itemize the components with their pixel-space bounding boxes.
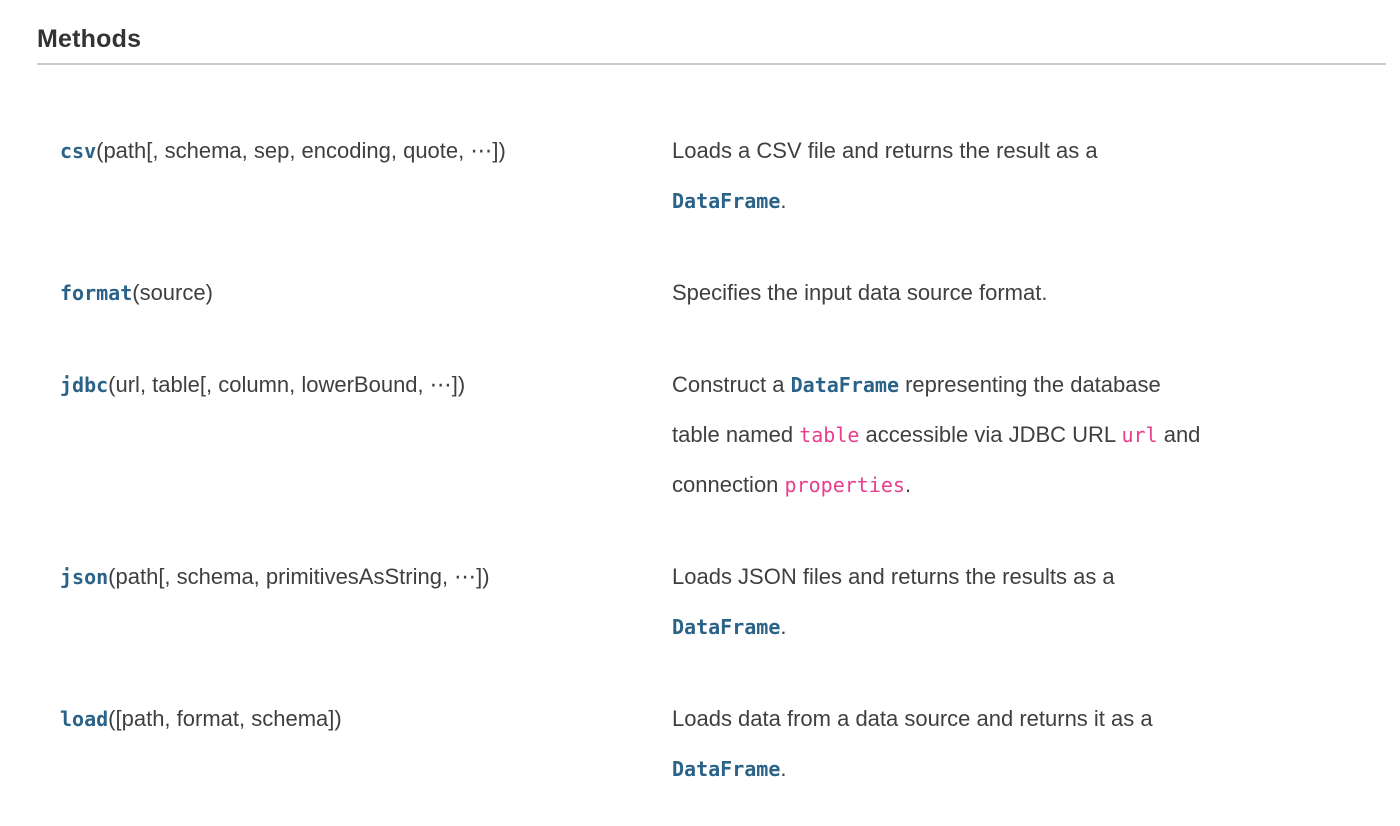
method-description: Specifies the input data source format. <box>672 247 1386 339</box>
description-text: and <box>1157 422 1201 447</box>
description-line: table named table accessible via JDBC UR… <box>672 410 1380 460</box>
method-params: ([path, format, schema]) <box>108 706 342 731</box>
methods-table: csv(path[, schema, sep, encoding, quote,… <box>37 105 1386 815</box>
inline-code-link[interactable]: DataFrame <box>790 373 899 397</box>
description-text: Loads JSON files and returns the results… <box>672 564 1115 589</box>
method-params: (url, table[, column, lowerBound, ⋯]) <box>108 372 466 397</box>
inline-code: properties <box>784 473 905 497</box>
inline-code-link[interactable]: DataFrame <box>672 757 781 781</box>
description-text: Loads a CSV file and returns the result … <box>672 138 1098 163</box>
description-line: DataFrame. <box>672 602 1380 652</box>
method-signature-link[interactable]: csv(path[, schema, sep, encoding, quote,… <box>60 138 506 163</box>
method-signature-link[interactable]: json(path[, schema, primitivesAsString, … <box>60 564 490 589</box>
method-signature-link[interactable]: format(source) <box>60 280 213 305</box>
description-text: representing the database <box>898 372 1161 397</box>
table-row: load([path, format, schema]) Loads data … <box>37 673 1386 815</box>
methods-heading: Methods <box>37 0 1386 65</box>
method-signature: load([path, format, schema]) <box>60 694 672 744</box>
description-text: Specifies the input data source format. <box>672 280 1048 305</box>
description-line: DataFrame. <box>672 744 1380 794</box>
description-text: Loads data from a data source and return… <box>672 706 1153 731</box>
method-signature: format(source) <box>60 268 672 318</box>
description-line: Construct a DataFrame representing the d… <box>672 360 1380 410</box>
description-line: connection properties. <box>672 460 1380 510</box>
description-line: DataFrame. <box>672 176 1380 226</box>
inline-code-link[interactable]: DataFrame <box>672 189 781 213</box>
method-description: Loads data from a data source and return… <box>672 673 1386 815</box>
method-params: (source) <box>132 280 213 305</box>
inline-code: url <box>1121 423 1158 447</box>
description-text: accessible via JDBC URL <box>859 422 1122 447</box>
method-name-code[interactable]: format <box>60 281 133 305</box>
method-name-code[interactable]: json <box>60 565 109 589</box>
description-text: Construct a <box>672 372 791 397</box>
method-name-code[interactable]: jdbc <box>60 373 109 397</box>
description-text: . <box>780 188 787 213</box>
inline-code-link[interactable]: DataFrame <box>672 615 781 639</box>
method-params: (path[, schema, primitivesAsString, ⋯]) <box>108 564 490 589</box>
table-row: json(path[, schema, primitivesAsString, … <box>37 531 1386 673</box>
method-signature: csv(path[, schema, sep, encoding, quote,… <box>60 126 672 176</box>
description-line: Loads a CSV file and returns the result … <box>672 126 1380 176</box>
method-params: (path[, schema, sep, encoding, quote, ⋯]… <box>96 138 506 163</box>
table-row: jdbc(url, table[, column, lowerBound, ⋯]… <box>37 339 1386 531</box>
method-name-code[interactable]: load <box>60 707 109 731</box>
method-description: Construct a DataFrame representing the d… <box>672 339 1386 531</box>
table-row: format(source) Specifies the input data … <box>37 247 1386 339</box>
description-text: connection <box>672 472 785 497</box>
method-signature-link[interactable]: load([path, format, schema]) <box>60 706 342 731</box>
description-text: . <box>780 614 787 639</box>
method-description: Loads a CSV file and returns the result … <box>672 105 1386 247</box>
description-line: Loads data from a data source and return… <box>672 694 1380 744</box>
description-line: Specifies the input data source format. <box>672 268 1380 318</box>
description-text: . <box>904 472 912 497</box>
description-text: table named <box>672 422 800 447</box>
method-signature-link[interactable]: jdbc(url, table[, column, lowerBound, ⋯]… <box>60 372 465 397</box>
method-signature: json(path[, schema, primitivesAsString, … <box>60 552 672 602</box>
inline-code: table <box>799 423 860 447</box>
method-description: Loads JSON files and returns the results… <box>672 531 1386 673</box>
description-text: . <box>780 756 787 781</box>
description-line: Loads JSON files and returns the results… <box>672 552 1380 602</box>
method-signature: jdbc(url, table[, column, lowerBound, ⋯]… <box>60 360 672 410</box>
table-row: csv(path[, schema, sep, encoding, quote,… <box>37 105 1386 247</box>
method-name-code[interactable]: csv <box>60 139 97 163</box>
